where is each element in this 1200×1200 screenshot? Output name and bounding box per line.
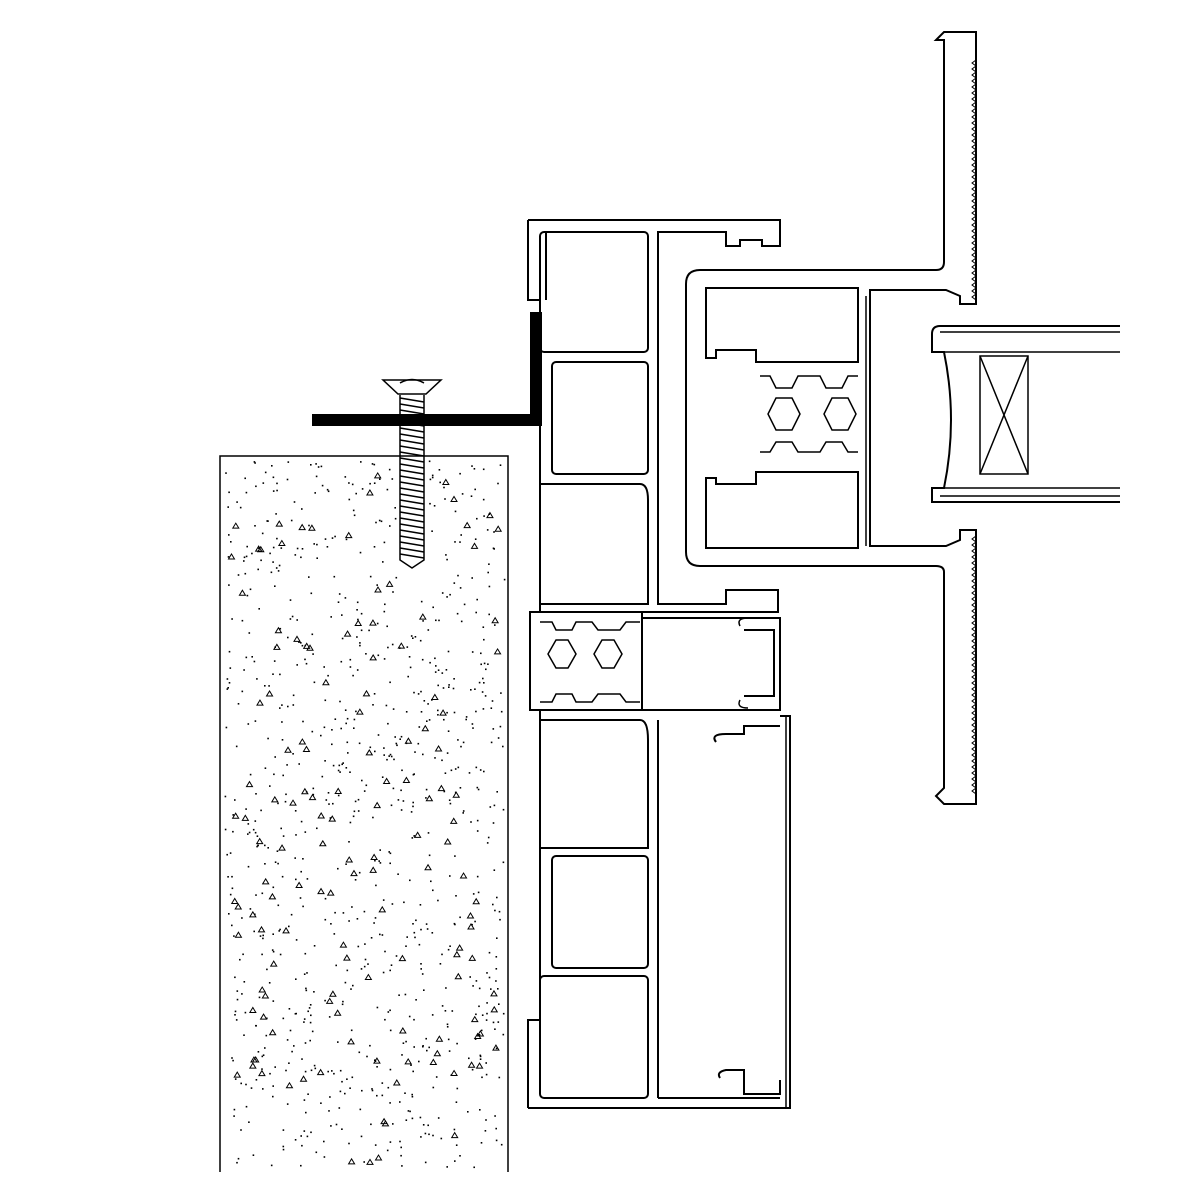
concrete-hatch bbox=[224, 460, 506, 1169]
screw bbox=[381, 378, 443, 569]
glazing-unit bbox=[931, 325, 1120, 503]
concrete-wall bbox=[219, 455, 509, 1172]
thermal-break-frame bbox=[529, 611, 643, 711]
outer-frame-profile bbox=[527, 219, 791, 1109]
sash-serration bbox=[971, 59, 977, 795]
screw-thread bbox=[399, 397, 425, 559]
cover-profile bbox=[642, 617, 781, 711]
steel-angle-bracket bbox=[312, 312, 542, 426]
sash-profile bbox=[685, 31, 977, 805]
